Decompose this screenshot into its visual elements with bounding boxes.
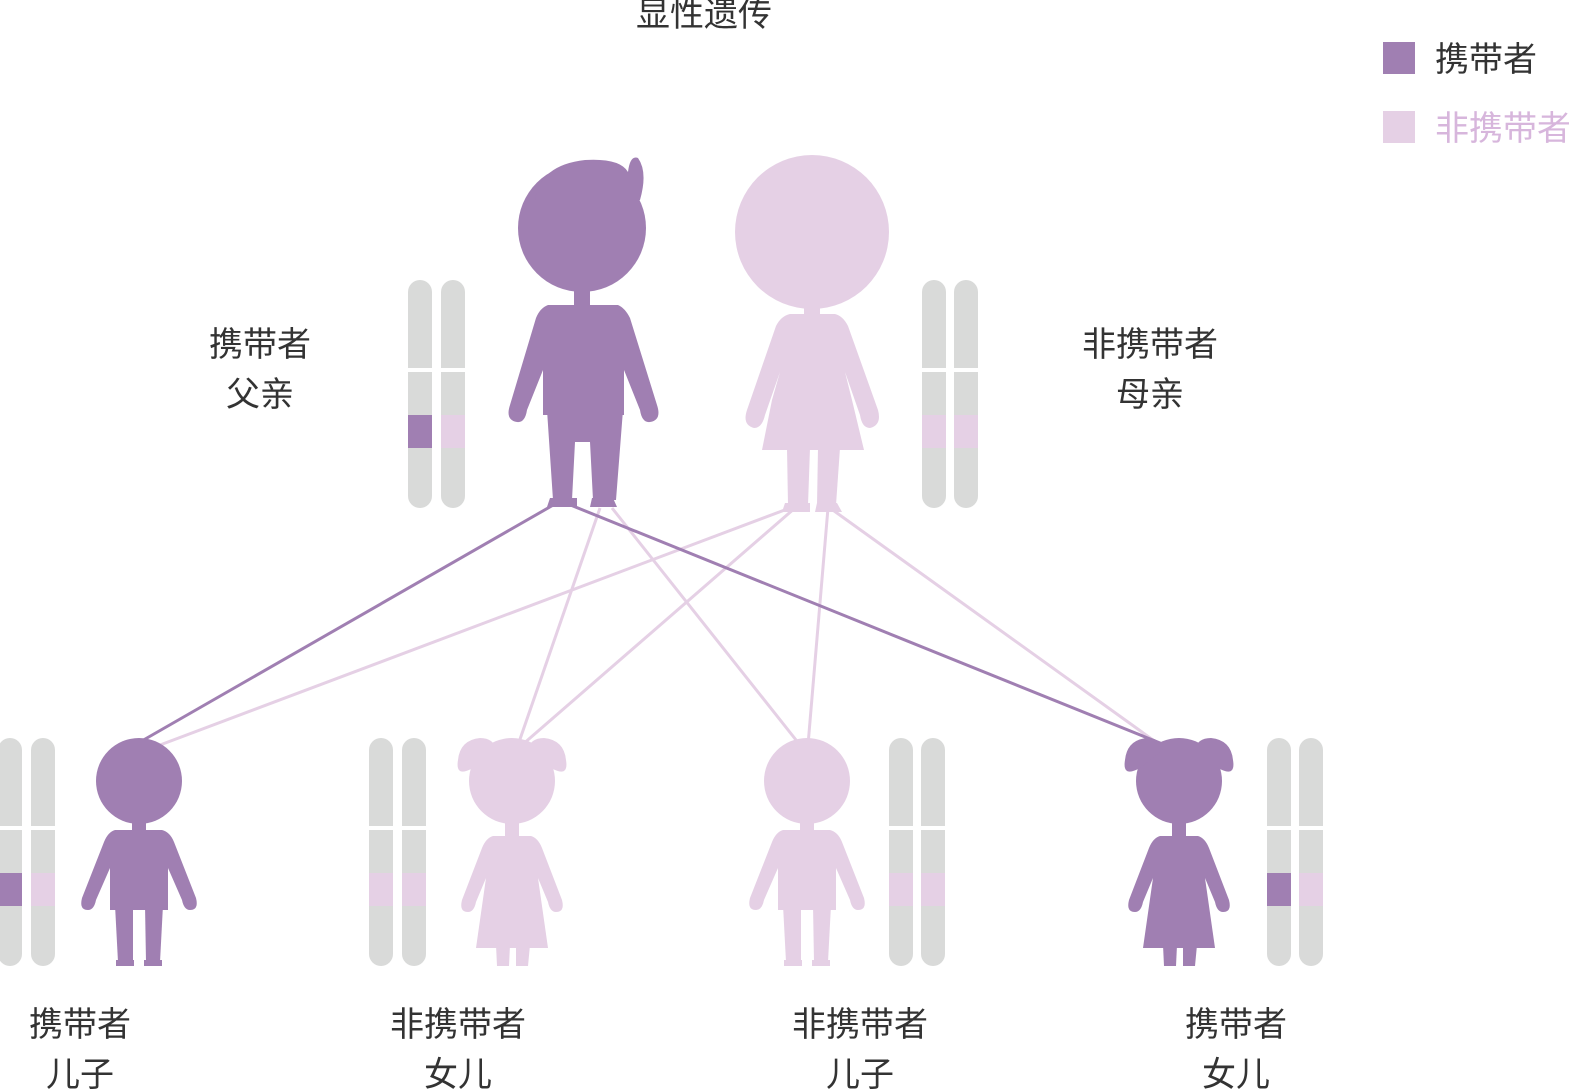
inheritance-lines	[139, 502, 1166, 747]
child-1-role: 儿子	[46, 1055, 114, 1091]
father-role: 父亲	[226, 375, 294, 415]
mother-allele-1	[922, 415, 946, 448]
child-2-status: 非携带者	[390, 1005, 526, 1045]
line-mother-daughter-1	[521, 506, 796, 747]
legend-carrier-swatch	[1383, 42, 1415, 74]
child-4-status: 携带者	[1185, 1005, 1287, 1045]
child-1-chromosomes	[0, 738, 57, 966]
legend-non-carrier-label: 非携带者	[1435, 109, 1569, 149]
child-4-chromosomes	[1265, 738, 1325, 966]
legend-non-carrier-swatch	[1383, 111, 1415, 143]
father-carrier-allele	[408, 415, 432, 448]
child-3-son-figure	[749, 738, 865, 966]
line-mother-daughter-2	[829, 506, 1161, 747]
line-father-son-1	[139, 502, 556, 744]
child-4-daughter-figure	[1124, 738, 1234, 966]
diagram-title: 显性遗传	[636, 0, 772, 35]
mother-status: 非携带者	[1082, 325, 1218, 365]
mother-chromosomes	[920, 280, 980, 508]
child-2-chromosomes	[367, 738, 428, 966]
child-1-status: 携带者	[29, 1005, 131, 1045]
mother-allele-2	[954, 415, 978, 448]
line-father-son-2	[610, 507, 802, 746]
mother-role: 母亲	[1116, 375, 1184, 415]
legend-carrier-label: 携带者	[1435, 40, 1537, 80]
legend: 携带者 非携带者	[1383, 40, 1569, 149]
child-2-daughter-figure	[457, 738, 567, 966]
father-normal-allele	[441, 415, 465, 448]
child-3-chromosomes	[887, 738, 947, 966]
child-3-status: 非携带者	[792, 1005, 928, 1045]
child-3-role: 儿子	[826, 1055, 894, 1091]
line-father-daughter-1	[516, 507, 602, 746]
father-chromosomes	[406, 280, 467, 508]
child-4-role: 女儿	[1202, 1055, 1270, 1091]
line-mother-son-1	[159, 506, 791, 747]
mother-figure	[735, 155, 889, 512]
child-2-role: 女儿	[424, 1055, 492, 1091]
child-1-son-figure	[81, 738, 197, 966]
line-father-daughter-2	[567, 502, 1166, 747]
father-figure	[508, 157, 659, 507]
line-mother-son-2	[806, 507, 830, 746]
father-status: 携带者	[209, 325, 311, 365]
